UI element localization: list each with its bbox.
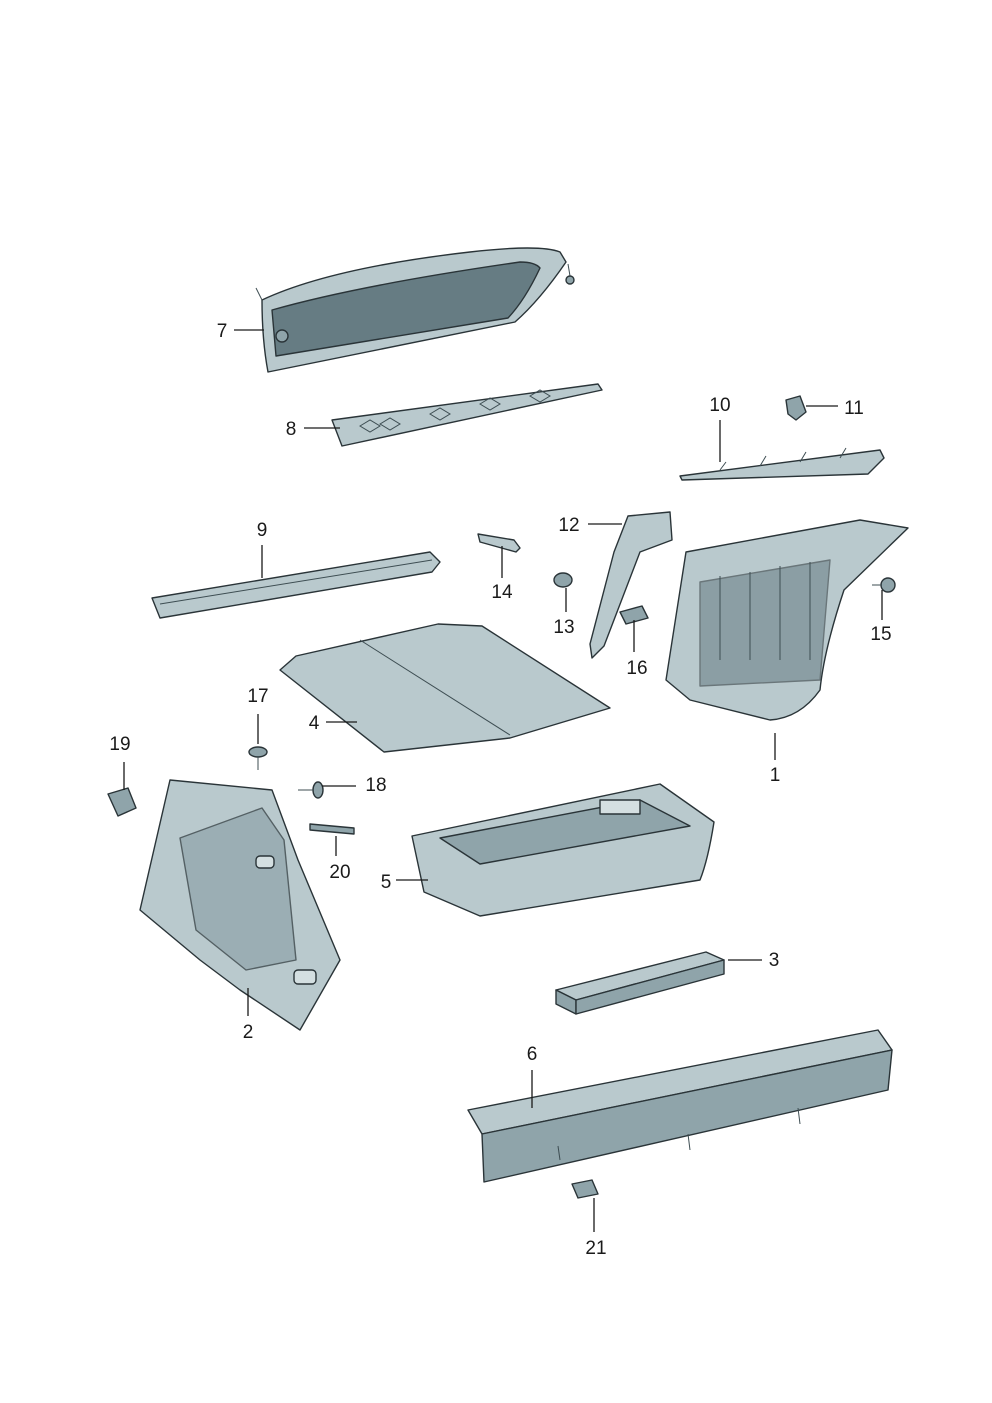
callout-18: 18 [365, 775, 386, 796]
part-12-pillar-trim[interactable] [589, 511, 673, 659]
callout-8: 8 [286, 419, 297, 440]
callout-10: 10 [709, 395, 730, 416]
part-13-grommet[interactable] [553, 572, 573, 588]
callout-19: 19 [109, 734, 130, 755]
part-19-clip[interactable] [107, 787, 137, 817]
part-2-wheel-arch-trim[interactable] [139, 779, 341, 1031]
callout-1: 1 [770, 765, 781, 786]
part-5-tool-tray[interactable] [411, 783, 715, 917]
part-4-floor-cover[interactable] [279, 623, 611, 753]
part-3-foam-block[interactable] [555, 951, 725, 1015]
part-11-clip[interactable] [785, 395, 807, 421]
callout-11: 11 [844, 398, 864, 419]
part-7-parcel-shelf[interactable] [255, 247, 575, 373]
part-20-bolt[interactable] [309, 823, 355, 835]
part-9-sill-strip[interactable] [151, 551, 441, 619]
callout-9: 9 [257, 520, 268, 541]
callout-12: 12 [558, 515, 579, 536]
callout-6: 6 [527, 1044, 538, 1065]
part-6-loading-sill[interactable] [467, 1029, 893, 1183]
callout-20: 20 [329, 862, 350, 883]
callout-labels: 1 2 3 4 5 6 7 8 9 10 11 12 13 14 15 16 1… [109, 321, 891, 1259]
part-8-trim-strip[interactable] [331, 383, 603, 447]
leader-lines [123, 329, 883, 1232]
callout-4: 4 [309, 713, 320, 734]
callout-2: 2 [243, 1022, 254, 1043]
part-21-clip[interactable] [571, 1179, 599, 1199]
part-18-screw[interactable] [298, 781, 324, 799]
callout-3: 3 [769, 950, 780, 971]
callout-15: 15 [870, 624, 891, 645]
part-1-side-trim-panel[interactable] [665, 519, 909, 721]
callout-21: 21 [585, 1238, 606, 1259]
callout-7: 7 [217, 321, 228, 342]
part-10-upper-trim[interactable] [679, 447, 885, 481]
callout-5: 5 [381, 872, 392, 893]
callout-16: 16 [626, 658, 647, 679]
part-16-clip[interactable] [619, 605, 649, 625]
part-17-bolt[interactable] [248, 746, 268, 770]
part-15-screw[interactable] [872, 577, 896, 593]
part-14-pin[interactable] [477, 533, 521, 553]
callout-13: 13 [553, 617, 574, 638]
callout-14: 14 [491, 582, 513, 603]
callout-17: 17 [247, 686, 268, 707]
